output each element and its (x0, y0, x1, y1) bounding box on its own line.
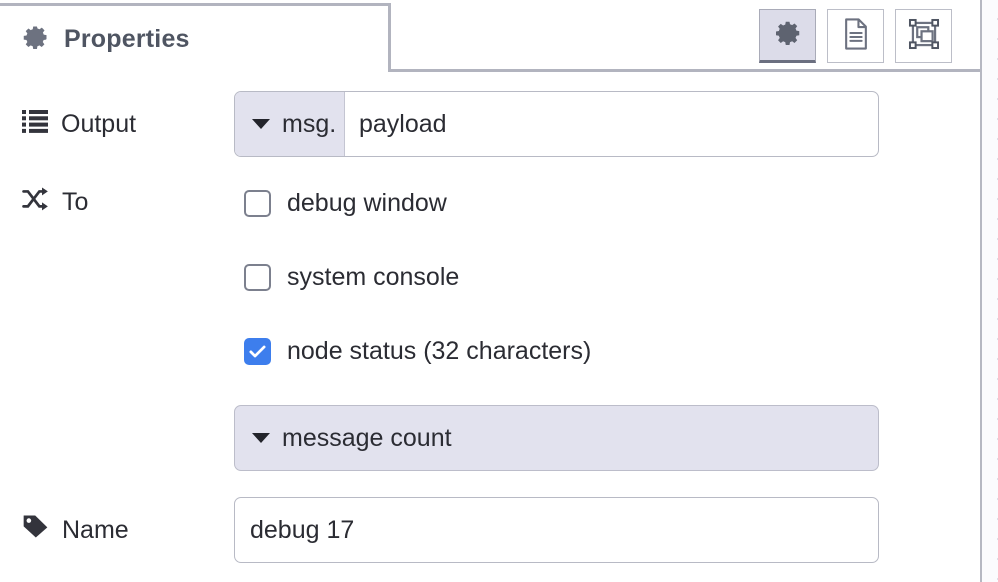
tab-bar-underline (390, 69, 980, 72)
checkbox-box[interactable] (244, 264, 271, 291)
tab-properties[interactable]: Properties (0, 3, 391, 72)
chevron-down-icon (252, 433, 270, 443)
list-icon (22, 109, 48, 140)
chevron-down-icon (252, 119, 270, 129)
appearance-tool-button[interactable] (895, 9, 952, 63)
to-label: To (0, 186, 234, 218)
panel-tab-bar: Properties (0, 0, 980, 72)
to-label-text: To (62, 187, 89, 216)
checkbox-box[interactable] (244, 338, 271, 365)
properties-tool-button[interactable] (759, 9, 816, 63)
name-label-text: Name (62, 515, 129, 544)
appearance-icon (908, 18, 940, 55)
gear-icon (773, 18, 803, 53)
checkbox-debug-window[interactable]: debug window (244, 189, 447, 218)
checkbox-box[interactable] (244, 190, 271, 217)
gear-icon (22, 23, 50, 56)
status-type-select[interactable]: message count (234, 405, 879, 471)
checkbox-debug-window-label: debug window (287, 189, 447, 217)
output-type-label: msg. (282, 109, 337, 138)
output-row: Output msg. payload (0, 91, 980, 157)
name-row: Name debug 17 (0, 497, 980, 563)
description-tool-button[interactable] (827, 9, 884, 63)
tag-icon (22, 514, 49, 546)
name-label: Name (0, 497, 234, 563)
shuffle-icon (22, 186, 49, 218)
name-input[interactable]: debug 17 (234, 497, 879, 563)
checkbox-system-console-label: system console (287, 263, 460, 291)
document-icon (841, 17, 871, 55)
checkbox-node-status-label: node status (32 characters) (287, 337, 592, 365)
panel-right-edge (980, 0, 982, 582)
checkbox-system-console[interactable]: system console (244, 263, 459, 292)
checkbox-node-status[interactable]: node status (32 characters) (244, 337, 591, 366)
output-label: Output (0, 91, 234, 157)
output-label-text: Output (61, 109, 137, 138)
status-type-select-value: message count (282, 423, 452, 452)
output-type-selector[interactable]: msg. (235, 92, 345, 156)
to-row: To (0, 186, 980, 218)
flow-canvas-strip (982, 0, 998, 582)
tab-properties-label: Properties (64, 24, 190, 53)
output-typed-input[interactable]: msg. payload (234, 91, 879, 157)
output-property-input[interactable]: payload (359, 109, 447, 138)
panel-tool-buttons (759, 9, 952, 63)
check-icon (249, 345, 266, 358)
